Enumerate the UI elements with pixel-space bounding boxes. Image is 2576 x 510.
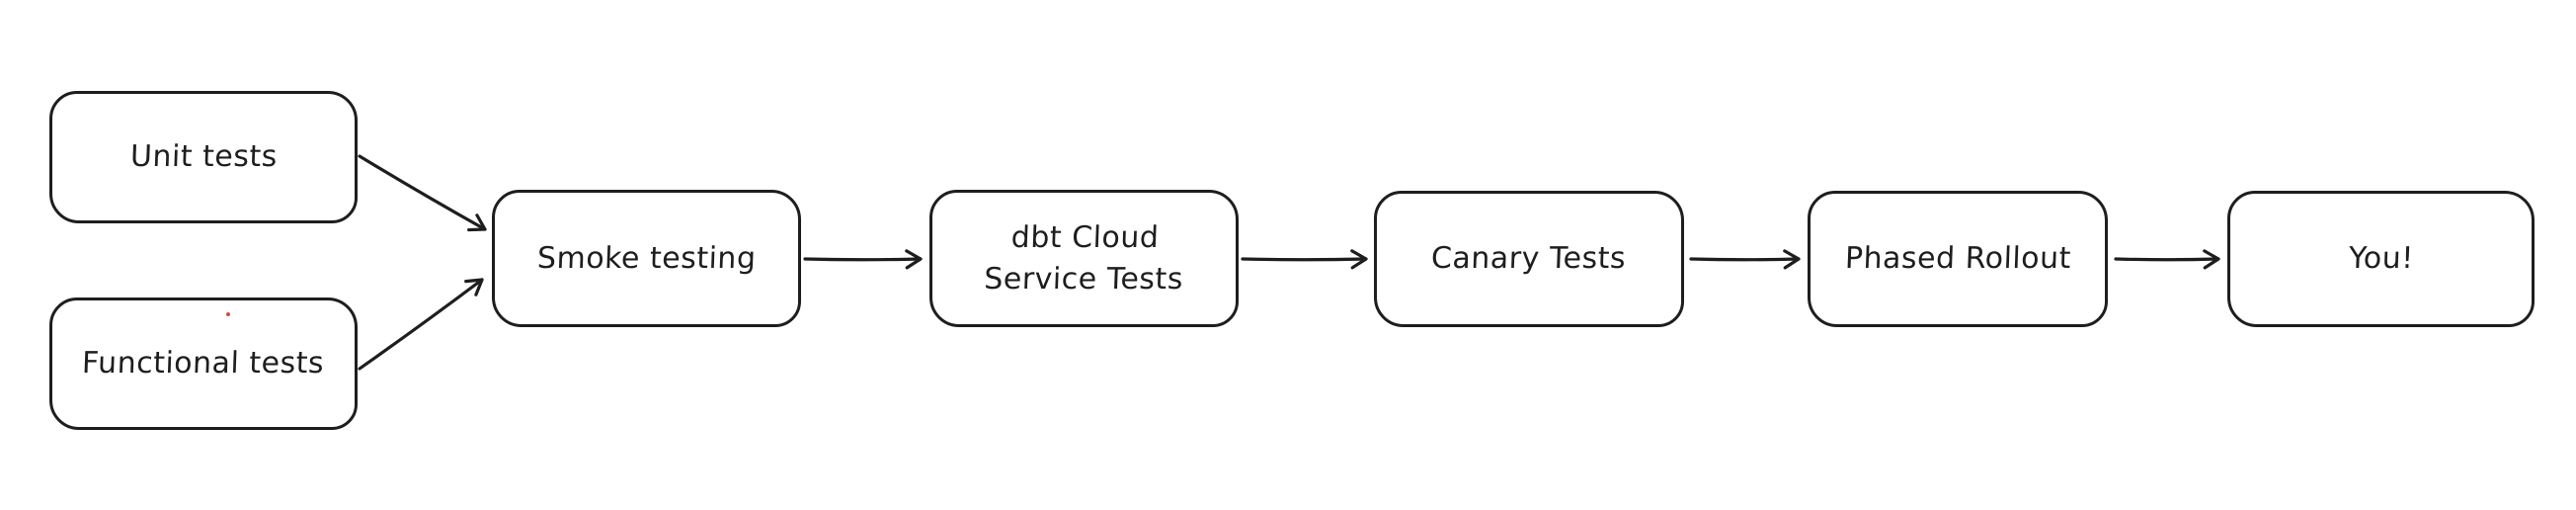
node-canary-tests[interactable]: Canary Tests [1374,191,1684,327]
node-functional-tests[interactable]: Functional tests [49,298,358,430]
node-label: Phased Rollout [1844,241,2072,276]
flow-arrow-smoke-testing-to-dbt-cloud-service-tests[interactable] [803,249,923,270]
node-label: You! [2348,241,2415,276]
stray-red-mark [226,312,230,316]
node-phased-rollout[interactable]: Phased Rollout [1808,191,2108,327]
node-label: Canary Tests [1430,241,1628,276]
flow-arrow-unit-tests-to-smoke-testing[interactable] [358,154,487,232]
node-label: Unit tests [128,139,279,174]
node-label: Functional tests [81,346,326,381]
node-smoke-testing[interactable]: Smoke testing [492,190,801,327]
flow-arrow-functional-tests-to-smoke-testing[interactable] [358,278,484,371]
node-you[interactable]: You! [2227,191,2535,327]
node-dbt-cloud-service-tests[interactable]: dbt Cloud Service Tests [929,190,1239,327]
flow-arrow-phased-rollout-to-you[interactable] [2114,249,2220,270]
node-unit-tests[interactable]: Unit tests [49,91,358,223]
node-label: dbt Cloud Service Tests [983,219,1184,297]
flow-arrow-dbt-cloud-service-tests-to-canary-tests[interactable] [1241,249,1368,270]
node-label: Smoke testing [536,240,757,276]
flow-arrow-canary-tests-to-phased-rollout[interactable] [1689,249,1801,270]
